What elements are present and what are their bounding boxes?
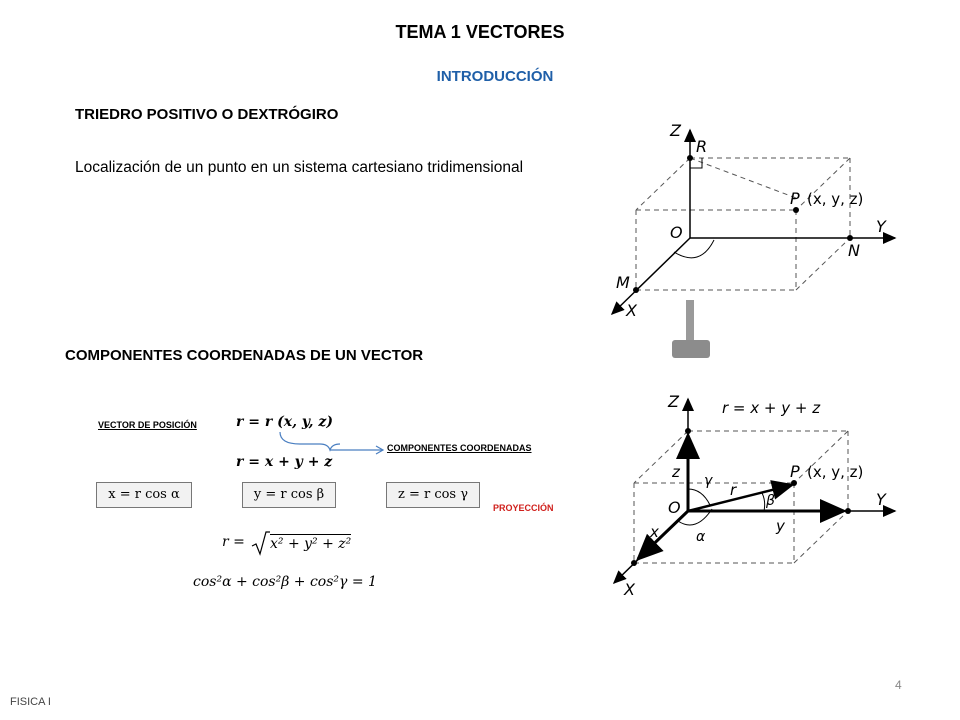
dot-z bbox=[685, 428, 691, 434]
point-n-dot bbox=[847, 235, 853, 241]
fig1-point-m: M bbox=[616, 273, 630, 292]
fig2-vector-eq: r = x + y + z bbox=[722, 399, 821, 417]
fig2-axis-z: Z bbox=[667, 392, 680, 411]
sqrt-icon bbox=[251, 531, 270, 556]
fig2-point-p: P bbox=[790, 462, 800, 481]
eq-vector-sum: r = x + y + z bbox=[236, 454, 333, 470]
angle-alpha-arc bbox=[677, 508, 713, 526]
angle-beta-arc bbox=[761, 492, 766, 512]
fig1-point-p-coords: (x, y, z) bbox=[807, 190, 863, 208]
vector-x bbox=[635, 509, 690, 562]
fig2-point-p-coords: (x, y, z) bbox=[807, 463, 863, 481]
fig1-axis-y: Y bbox=[876, 217, 887, 236]
fig2-vec-y: y bbox=[775, 517, 786, 535]
right-angle-mark bbox=[690, 158, 703, 169]
eq-modulus-radicand: x² + y² + z² bbox=[270, 534, 352, 552]
dashed-box bbox=[633, 430, 849, 564]
point-p-dot bbox=[791, 480, 797, 486]
vector-r bbox=[687, 480, 795, 513]
label-position-vector: VECTOR DE POSICIÓN bbox=[98, 420, 197, 430]
cartesian-point-diagram: Z R P (x, y, z) Y O N M X bbox=[610, 121, 897, 358]
box-x-component: x = r cos α bbox=[96, 482, 192, 508]
fig2-angle-gamma: γ bbox=[704, 473, 713, 489]
x-axis bbox=[610, 237, 691, 316]
fig1-point-p: P bbox=[790, 189, 800, 208]
dot-x bbox=[631, 560, 637, 566]
fig2-angle-beta: β bbox=[765, 493, 775, 509]
section1-heading: TRIEDRO POSITIVO O DEXTRÓGIRO bbox=[75, 106, 339, 123]
page-title: TEMA 1 VECTORES bbox=[395, 22, 565, 42]
dot-y bbox=[845, 508, 851, 514]
angle-gamma-arc bbox=[687, 488, 711, 506]
eq-position-vector: r = r (x, y, z) bbox=[236, 414, 333, 430]
point-p-dot bbox=[793, 207, 799, 213]
stand-base bbox=[672, 340, 710, 358]
eq-modulus-left: r = bbox=[222, 534, 245, 550]
fig2-vec-x: x bbox=[649, 523, 659, 541]
fig2-axis-x: X bbox=[623, 580, 636, 599]
fig2-origin: O bbox=[668, 498, 681, 517]
angle-arc bbox=[673, 239, 715, 259]
label-components: COMPONENTES COORDENADAS bbox=[387, 443, 532, 453]
brace-arrow bbox=[279, 431, 385, 455]
page-subtitle: INTRODUCCIÓN bbox=[436, 68, 554, 85]
point-r-dot bbox=[687, 155, 693, 161]
footer-label: FISICA I bbox=[10, 696, 51, 708]
fig2-angle-alpha: α bbox=[696, 529, 706, 545]
section2-heading: COMPONENTES COORDENADAS DE UN VECTOR bbox=[65, 347, 424, 364]
fig1-point-r: R bbox=[696, 137, 707, 156]
dashed-box bbox=[635, 157, 851, 291]
fig1-axis-x: X bbox=[625, 301, 638, 320]
section1-text: Localización de un punto en un sistema c… bbox=[75, 159, 524, 176]
fig1-axis-z: Z bbox=[669, 121, 682, 140]
fig1-point-n: N bbox=[848, 241, 860, 260]
label-projection: PROYECCIÓN bbox=[493, 503, 554, 513]
box-y-component: y = r cos β bbox=[242, 482, 336, 508]
fig2-vec-z: z bbox=[671, 463, 681, 481]
box-z-component: z = r cos γ bbox=[386, 482, 480, 508]
point-m-dot bbox=[633, 287, 639, 293]
vector-components-diagram: Z r = x + y + z P (x, y, z) Y O z γ r β … bbox=[612, 392, 897, 599]
eq-direction-cosines: cos²α + cos²β + cos²γ = 1 bbox=[193, 574, 377, 590]
page-number: 4 bbox=[895, 678, 902, 692]
fig1-origin: O bbox=[670, 223, 683, 242]
stand-rod bbox=[686, 300, 694, 340]
fig2-vec-r: r bbox=[730, 481, 737, 499]
fig2-axis-y: Y bbox=[876, 490, 887, 509]
